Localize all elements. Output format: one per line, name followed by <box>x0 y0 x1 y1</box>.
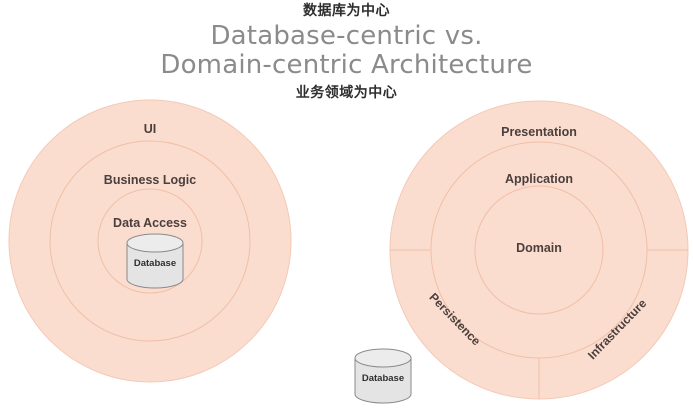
left-ring-label-ui: UI <box>144 122 157 136</box>
right-ring-label-presentation: Presentation <box>501 125 577 139</box>
left-cylinder-body <box>126 242 184 289</box>
bottom-cylinder-label: Database <box>362 373 404 384</box>
bottom-cylinder-body <box>354 357 412 404</box>
left-ring-label-data-access: Data Access <box>113 216 187 230</box>
left-database-cylinder: Database <box>126 233 184 289</box>
left-cylinder-label: Database <box>134 258 176 269</box>
right-ring-label-domain: Domain <box>516 241 562 255</box>
right-ring-label-application: Application <box>505 172 573 186</box>
left-circle-group: UI Business Logic Data Access Database <box>8 99 292 383</box>
left-cylinder-top <box>126 233 184 253</box>
right-circle-group: Presentation Application Domain Persiste… <box>389 100 689 400</box>
bottom-cylinder-top <box>354 348 412 368</box>
right-ring-domain-shape <box>474 185 604 315</box>
left-ring-label-business-logic: Business Logic <box>104 173 196 187</box>
bottom-database-cylinder: Database <box>354 348 412 404</box>
